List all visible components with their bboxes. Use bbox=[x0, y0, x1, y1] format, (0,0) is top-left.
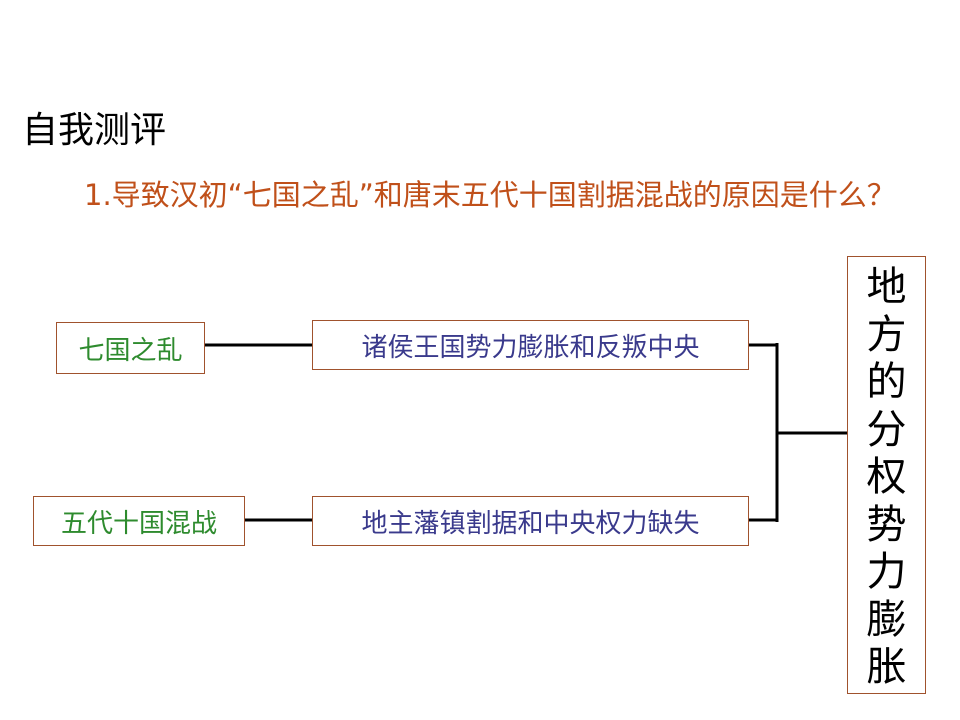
conclusion-char: 方 bbox=[866, 311, 907, 358]
conclusion-char: 权 bbox=[866, 454, 907, 500]
question-text: 1.导致汉初“七国之乱”和唐末五代十国割据混战的原因是什么？ bbox=[84, 178, 896, 212]
reason-box-2: 地主藩镇割据和中央权力缺失 bbox=[312, 496, 749, 546]
conclusion-char: 力 bbox=[866, 549, 907, 595]
conclusion-char: 势 bbox=[866, 501, 907, 548]
conclusion-char: 膨 bbox=[866, 596, 907, 643]
cause-box-seven-states: 七国之乱 bbox=[56, 322, 205, 374]
conclusion-box: 地 方 的 分 权 势 力 膨 胀 bbox=[847, 256, 926, 694]
conclusion-char: 地 bbox=[866, 264, 907, 310]
reason-box-1: 诸侯王国势力膨胀和反叛中央 bbox=[312, 320, 749, 370]
conclusion-char: 胀 bbox=[866, 644, 907, 690]
cause-box-five-dynasties: 五代十国混战 bbox=[33, 496, 245, 546]
conclusion-char: 分 bbox=[866, 406, 907, 453]
conclusion-char: 的 bbox=[866, 359, 907, 405]
page-title: 自我测评 bbox=[22, 110, 167, 151]
